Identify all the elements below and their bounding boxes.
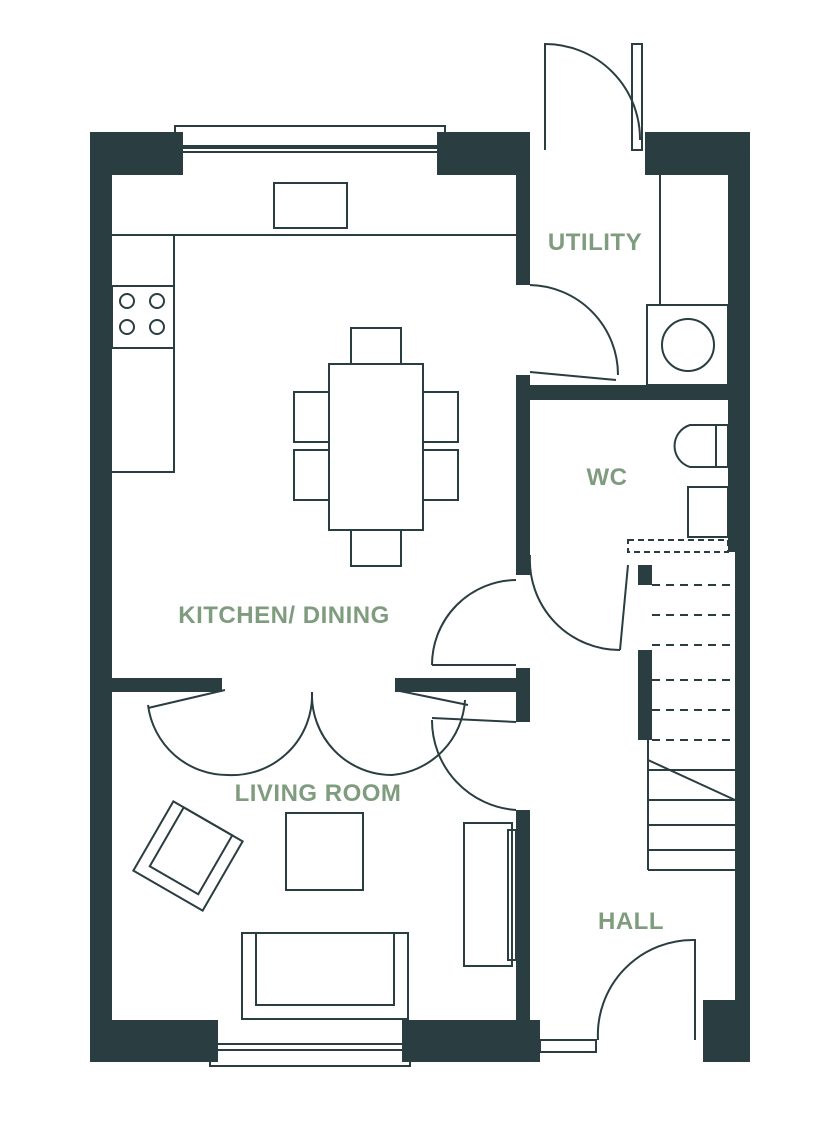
room-label-hall: HALL xyxy=(598,908,664,935)
windows xyxy=(174,125,597,1067)
utility-fittings xyxy=(646,175,729,386)
wc-fittings xyxy=(673,424,729,538)
dining-table xyxy=(293,327,459,567)
room-label-living-room: LIVING ROOM xyxy=(234,780,402,807)
room-label-wc: WC xyxy=(586,464,628,491)
kitchen-fittings xyxy=(111,182,516,473)
stairs xyxy=(627,539,736,871)
living-furniture xyxy=(131,799,517,1020)
room-label-kitchen-dining: KITCHEN/ DINING xyxy=(178,602,390,629)
room-label-utility: UTILITY xyxy=(547,229,643,256)
walls xyxy=(90,132,750,1062)
doors xyxy=(147,42,696,1041)
